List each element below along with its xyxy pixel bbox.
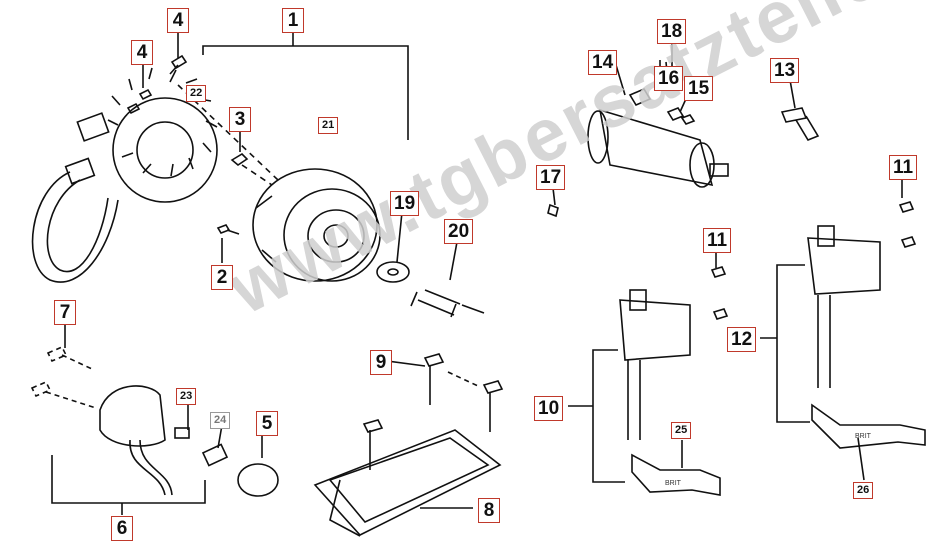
callout-5[interactable]: 5 <box>256 411 278 436</box>
flywheel-rotor <box>252 168 381 282</box>
callout-26[interactable]: 26 <box>853 482 874 499</box>
sensor <box>780 107 820 141</box>
callout-13[interactable]: 13 <box>770 58 800 83</box>
ignition-coil-right <box>807 201 926 449</box>
callout-6[interactable]: 6 <box>111 516 133 541</box>
callout-7[interactable]: 7 <box>54 300 76 325</box>
o-ring <box>237 463 279 497</box>
callout-10[interactable]: 10 <box>534 396 564 421</box>
callout-12[interactable]: 12 <box>727 327 757 352</box>
callout-22[interactable]: 22 <box>186 85 207 102</box>
callout-9[interactable]: 9 <box>370 350 392 375</box>
leader-line-6 <box>51 455 206 504</box>
leader-line-1 <box>202 45 409 140</box>
callout-23[interactable]: 23 <box>176 388 197 405</box>
cap-label-left: BRIT <box>665 480 682 487</box>
nut <box>410 289 461 318</box>
callout-4[interactable]: 4 <box>131 40 153 65</box>
callout-18[interactable]: 18 <box>657 19 687 44</box>
callout-14[interactable]: 14 <box>588 50 618 75</box>
callout-15[interactable]: 15 <box>684 76 714 101</box>
callout-2[interactable]: 2 <box>211 265 233 290</box>
clip <box>547 203 559 218</box>
leader-line-12 <box>776 264 810 423</box>
callout-1[interactable]: 1 <box>282 8 304 33</box>
starter-motor <box>587 60 729 188</box>
callout-17[interactable]: 17 <box>536 165 566 190</box>
callout-20[interactable]: 20 <box>444 219 474 244</box>
callout-8[interactable]: 8 <box>478 498 500 523</box>
cover-plate <box>313 353 504 537</box>
callout-11-left[interactable]: 11 <box>703 228 732 253</box>
pickup-sensor <box>30 345 279 497</box>
callout-21[interactable]: 21 <box>318 117 339 134</box>
callout-11-right[interactable]: 11 <box>889 155 918 180</box>
callout-3[interactable]: 3 <box>229 107 251 132</box>
leader-line-10 <box>592 349 625 483</box>
ignition-coil-left <box>619 266 729 496</box>
callout-24[interactable]: 24 <box>210 412 231 429</box>
callout-16[interactable]: 16 <box>654 66 684 91</box>
cap-label-right: BRIT <box>855 433 872 440</box>
callout-25[interactable]: 25 <box>671 422 692 439</box>
callout-4-top[interactable]: 4 <box>167 8 189 33</box>
washer <box>376 261 410 283</box>
callout-19[interactable]: 19 <box>390 191 420 216</box>
stator-coil <box>31 64 218 283</box>
